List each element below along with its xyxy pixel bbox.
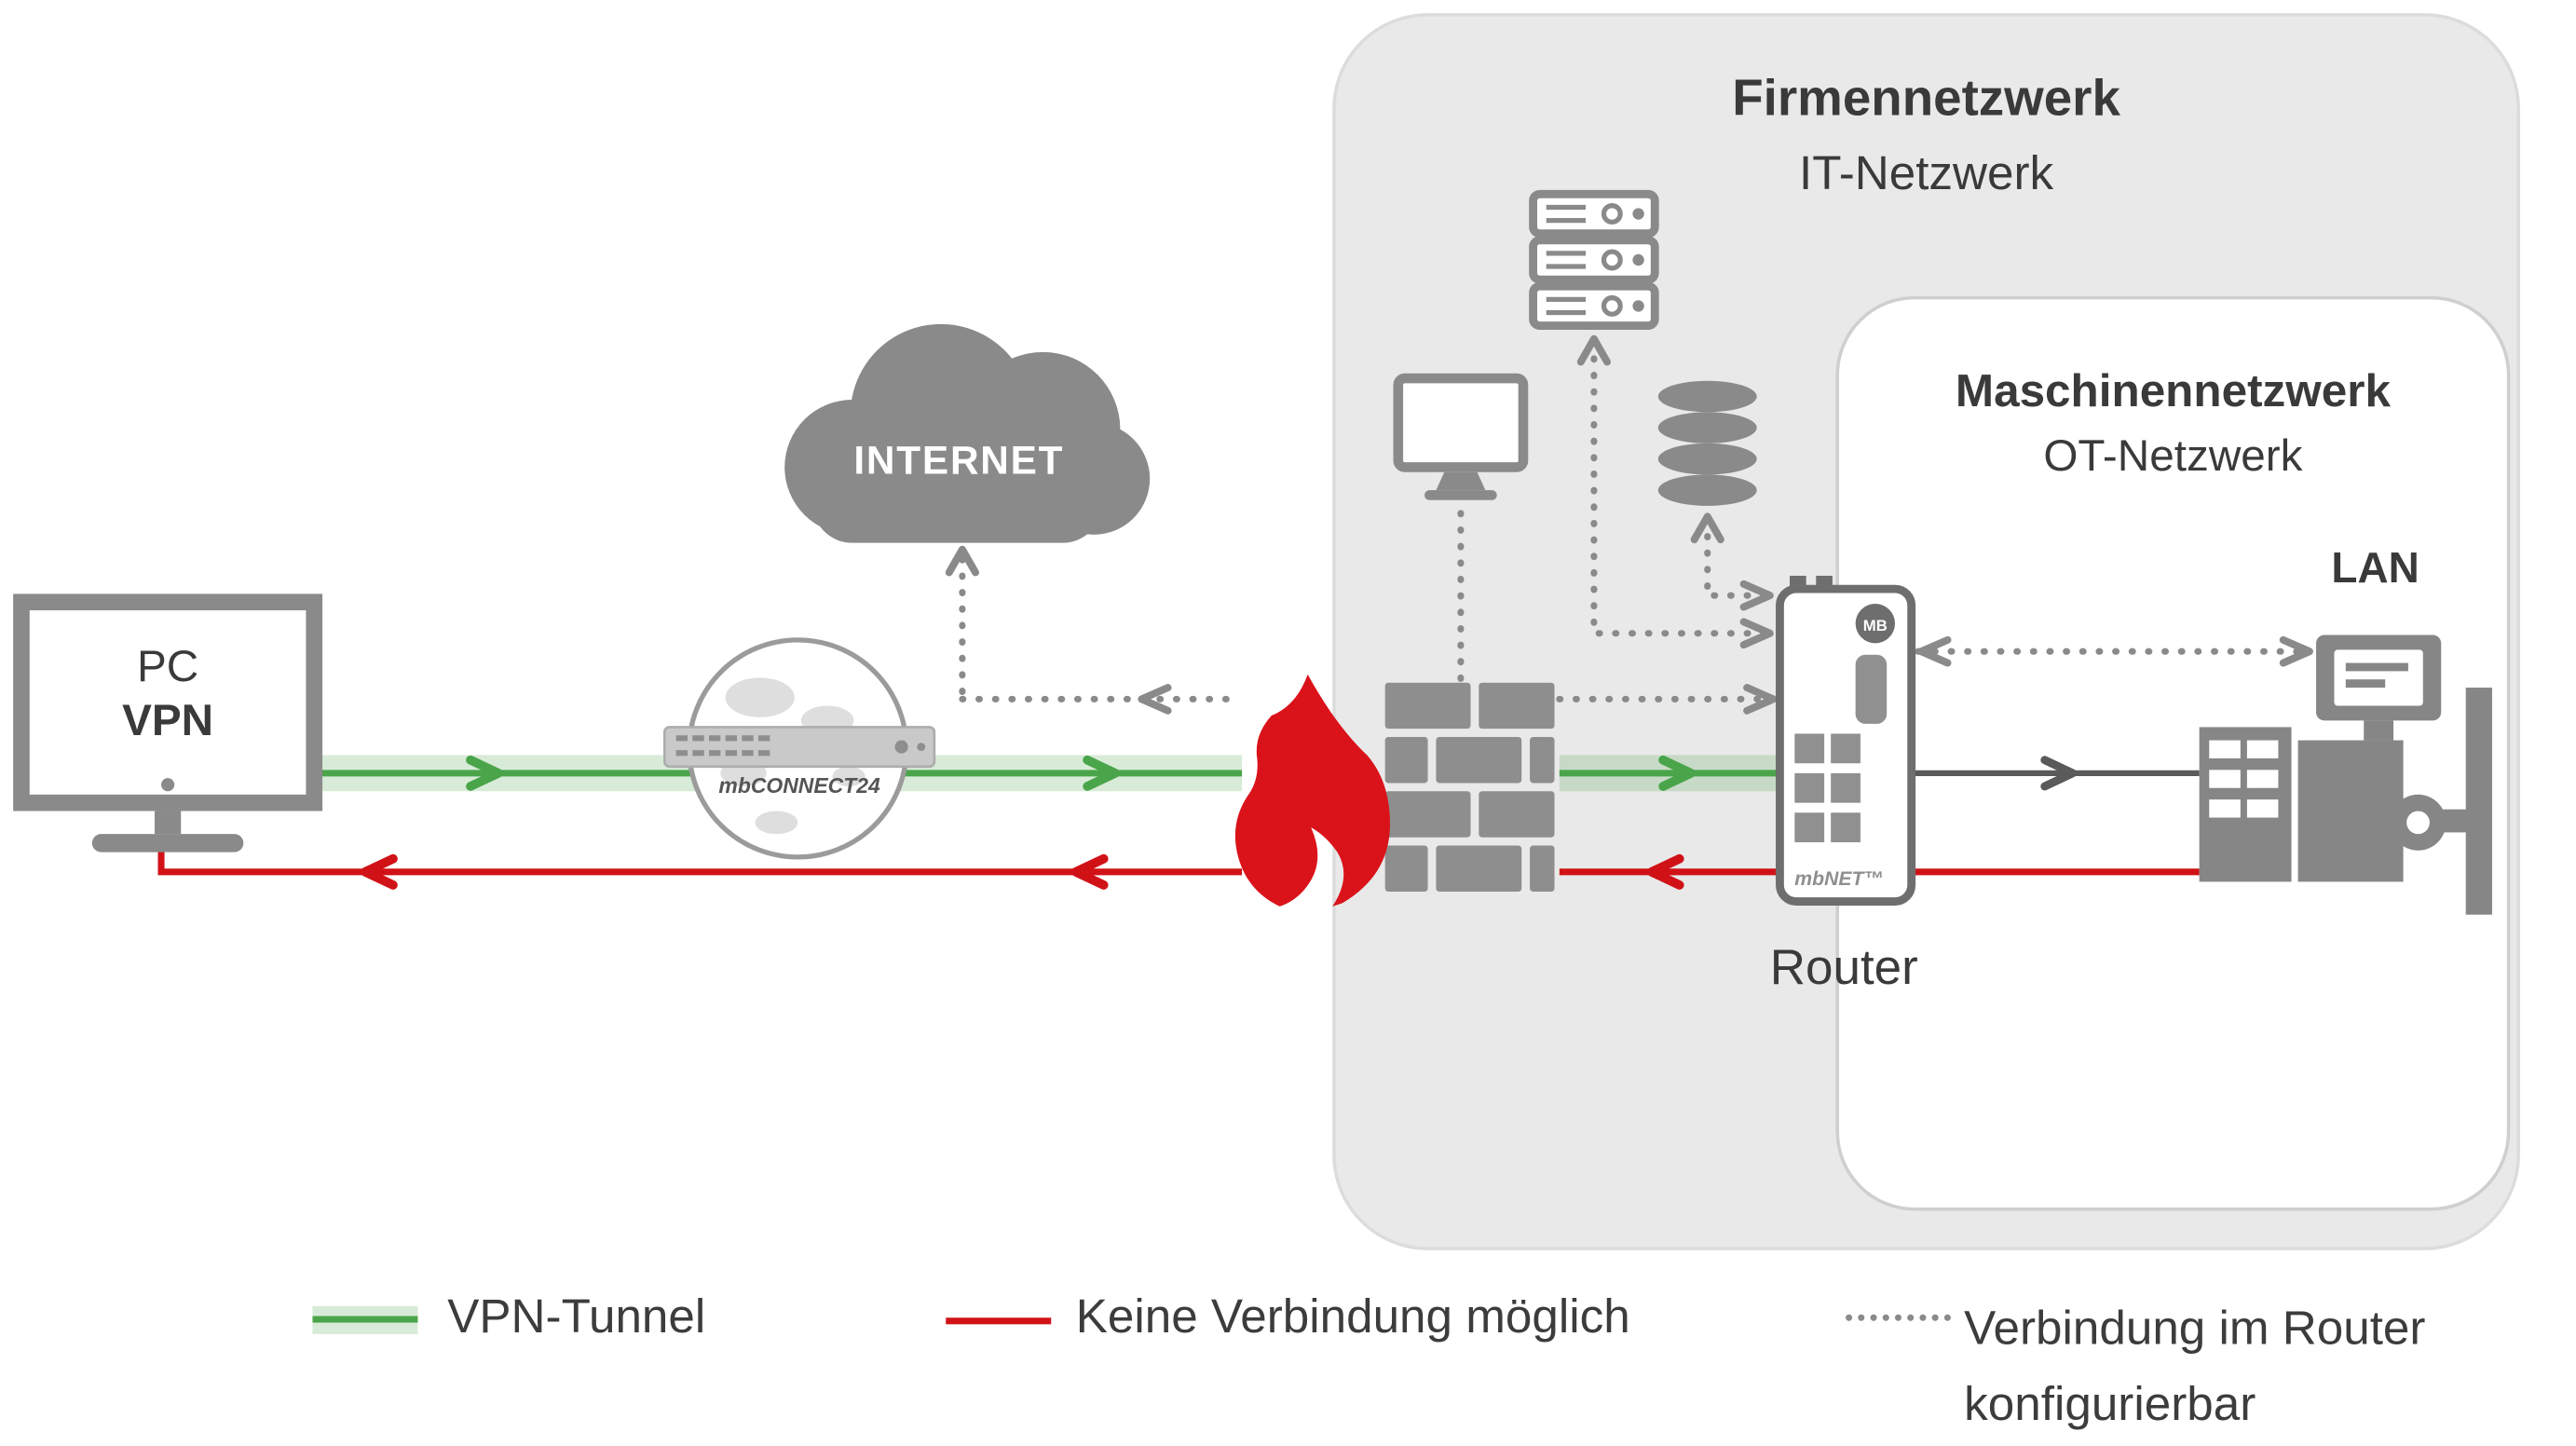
pc-label-line1: PC bbox=[136, 641, 199, 691]
vpn-arrow-icon bbox=[466, 755, 1696, 791]
configurable-lines bbox=[959, 338, 2313, 703]
configurable-arrow-icons bbox=[945, 334, 2313, 715]
mb-badge bbox=[1855, 603, 1896, 644]
legend-configurable-line1: Verbindung im Router bbox=[1964, 1303, 2426, 1356]
router-machine-line bbox=[1911, 756, 2200, 791]
firewall-flame-icon bbox=[1234, 674, 1390, 907]
router-label: Router bbox=[1769, 940, 1918, 996]
hmi-icon bbox=[2316, 634, 2442, 741]
mbconnect24-label: mbCONNECT24 bbox=[718, 773, 880, 798]
firewall-bricks bbox=[1384, 682, 1555, 892]
legend-configurable-line2: konfigurierbar bbox=[1964, 1378, 2256, 1432]
legend-configurable-swatch bbox=[1846, 1314, 1952, 1321]
pc-label: PC VPN bbox=[33, 640, 303, 749]
workstation-icon bbox=[1393, 373, 1529, 500]
legend-vpn-label: VPN-Tunnel bbox=[447, 1291, 706, 1344]
legend-vpn-swatch bbox=[312, 1305, 418, 1334]
server-stack-icon bbox=[1529, 189, 1659, 331]
legend-configurable-label: Verbindung im Router konfigurierbar bbox=[1964, 1291, 2425, 1442]
internet-label: INTERNET bbox=[853, 439, 1064, 483]
machine-icon bbox=[2199, 634, 2492, 915]
dark-arrow-icon bbox=[2040, 756, 2078, 791]
database-icon bbox=[1657, 380, 1757, 506]
firmennetzwerk-title: Firmennetzwerk bbox=[1732, 69, 2120, 127]
internet-cloud-icon: INTERNET bbox=[784, 323, 1151, 543]
mb-badge-label: MB bbox=[1863, 617, 1888, 634]
pc-icon bbox=[13, 593, 323, 853]
legend-blocked-label: Keine Verbindung möglich bbox=[1075, 1291, 1630, 1344]
pc-label-line2: VPN bbox=[122, 695, 214, 745]
router-device-label: mbNET™ bbox=[1794, 868, 1883, 890]
globe-icon: mbCONNECT24 bbox=[662, 637, 936, 860]
ot-netzwerk-subtitle: OT-Netzwerk bbox=[2043, 430, 2303, 481]
mbconnect24-server-icon: mbCONNECT24 bbox=[662, 726, 936, 798]
router-icon: MB mbNET™ bbox=[1776, 575, 1916, 906]
vpn-tunnel-line bbox=[317, 755, 1780, 792]
blocked-arrow-icon bbox=[361, 853, 1684, 890]
legend-blocked-swatch bbox=[946, 1317, 1052, 1325]
it-netzwerk-subtitle: IT-Netzwerk bbox=[1799, 147, 2054, 201]
maschinennetzwerk-title: Maschinennetzwerk bbox=[1955, 364, 2391, 416]
lan-label: LAN bbox=[2331, 542, 2419, 593]
